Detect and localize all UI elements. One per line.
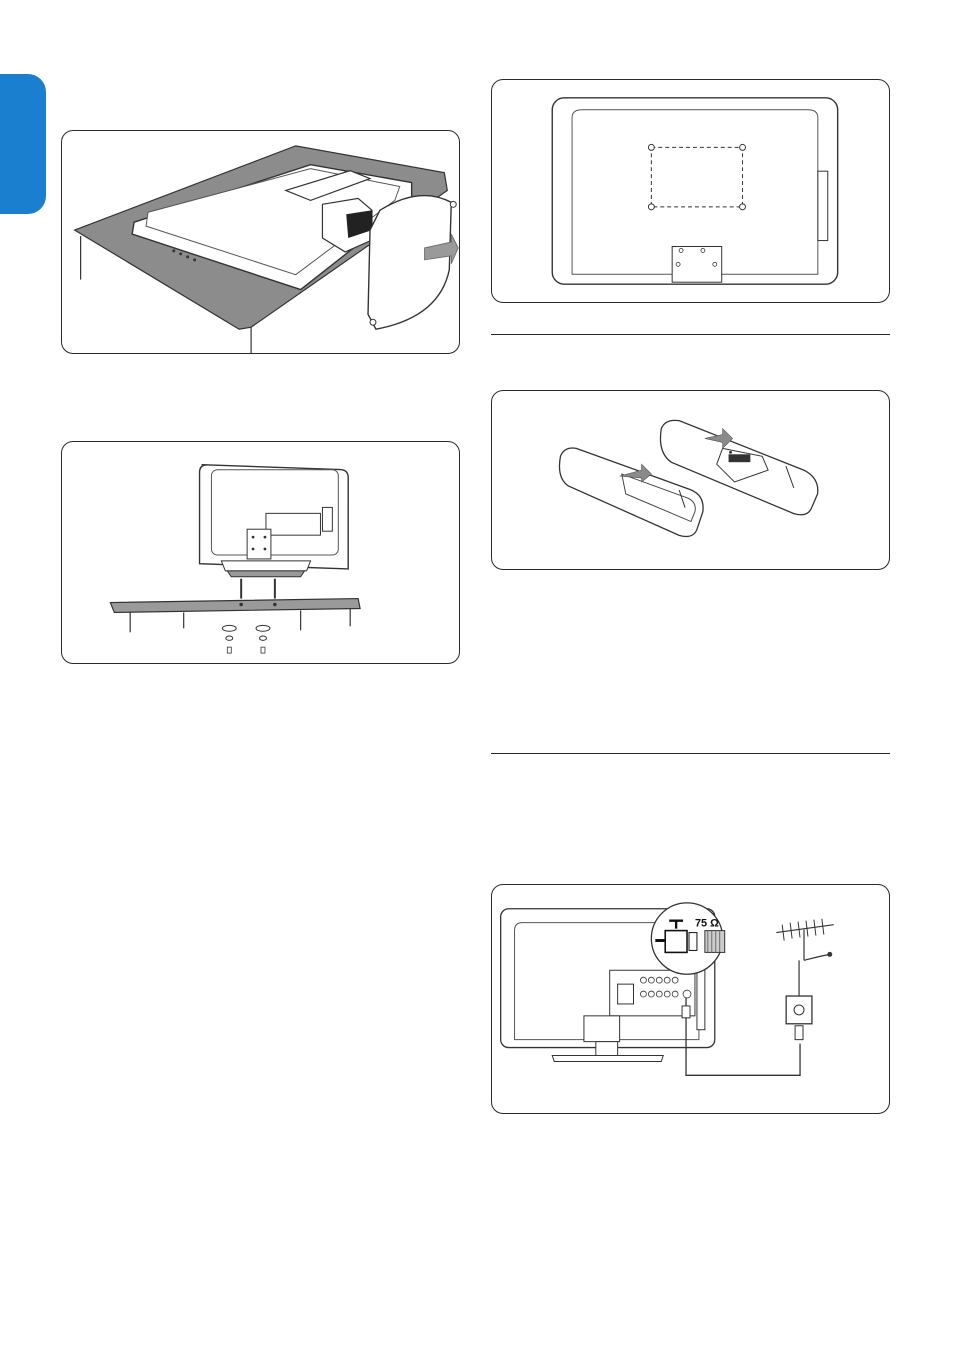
stand-removal-figure	[61, 130, 460, 354]
stand-mounting-illustration	[62, 442, 459, 663]
section-divider	[491, 753, 890, 754]
section-divider	[491, 334, 890, 335]
stand-mounting-figure	[61, 441, 460, 664]
wall-mount-holes-figure	[491, 79, 890, 303]
tv-back-vesa-illustration	[492, 80, 889, 302]
antenna-connection-figure: 75 Ω	[491, 884, 890, 1114]
impedance-label: 75 Ω	[695, 918, 719, 930]
language-tab	[0, 74, 46, 214]
remote-batteries-figure	[491, 390, 890, 570]
antenna-connection-illustration: 75 Ω	[492, 885, 889, 1113]
remote-battery-illustration	[492, 391, 889, 569]
stand-removal-illustration	[62, 131, 459, 353]
